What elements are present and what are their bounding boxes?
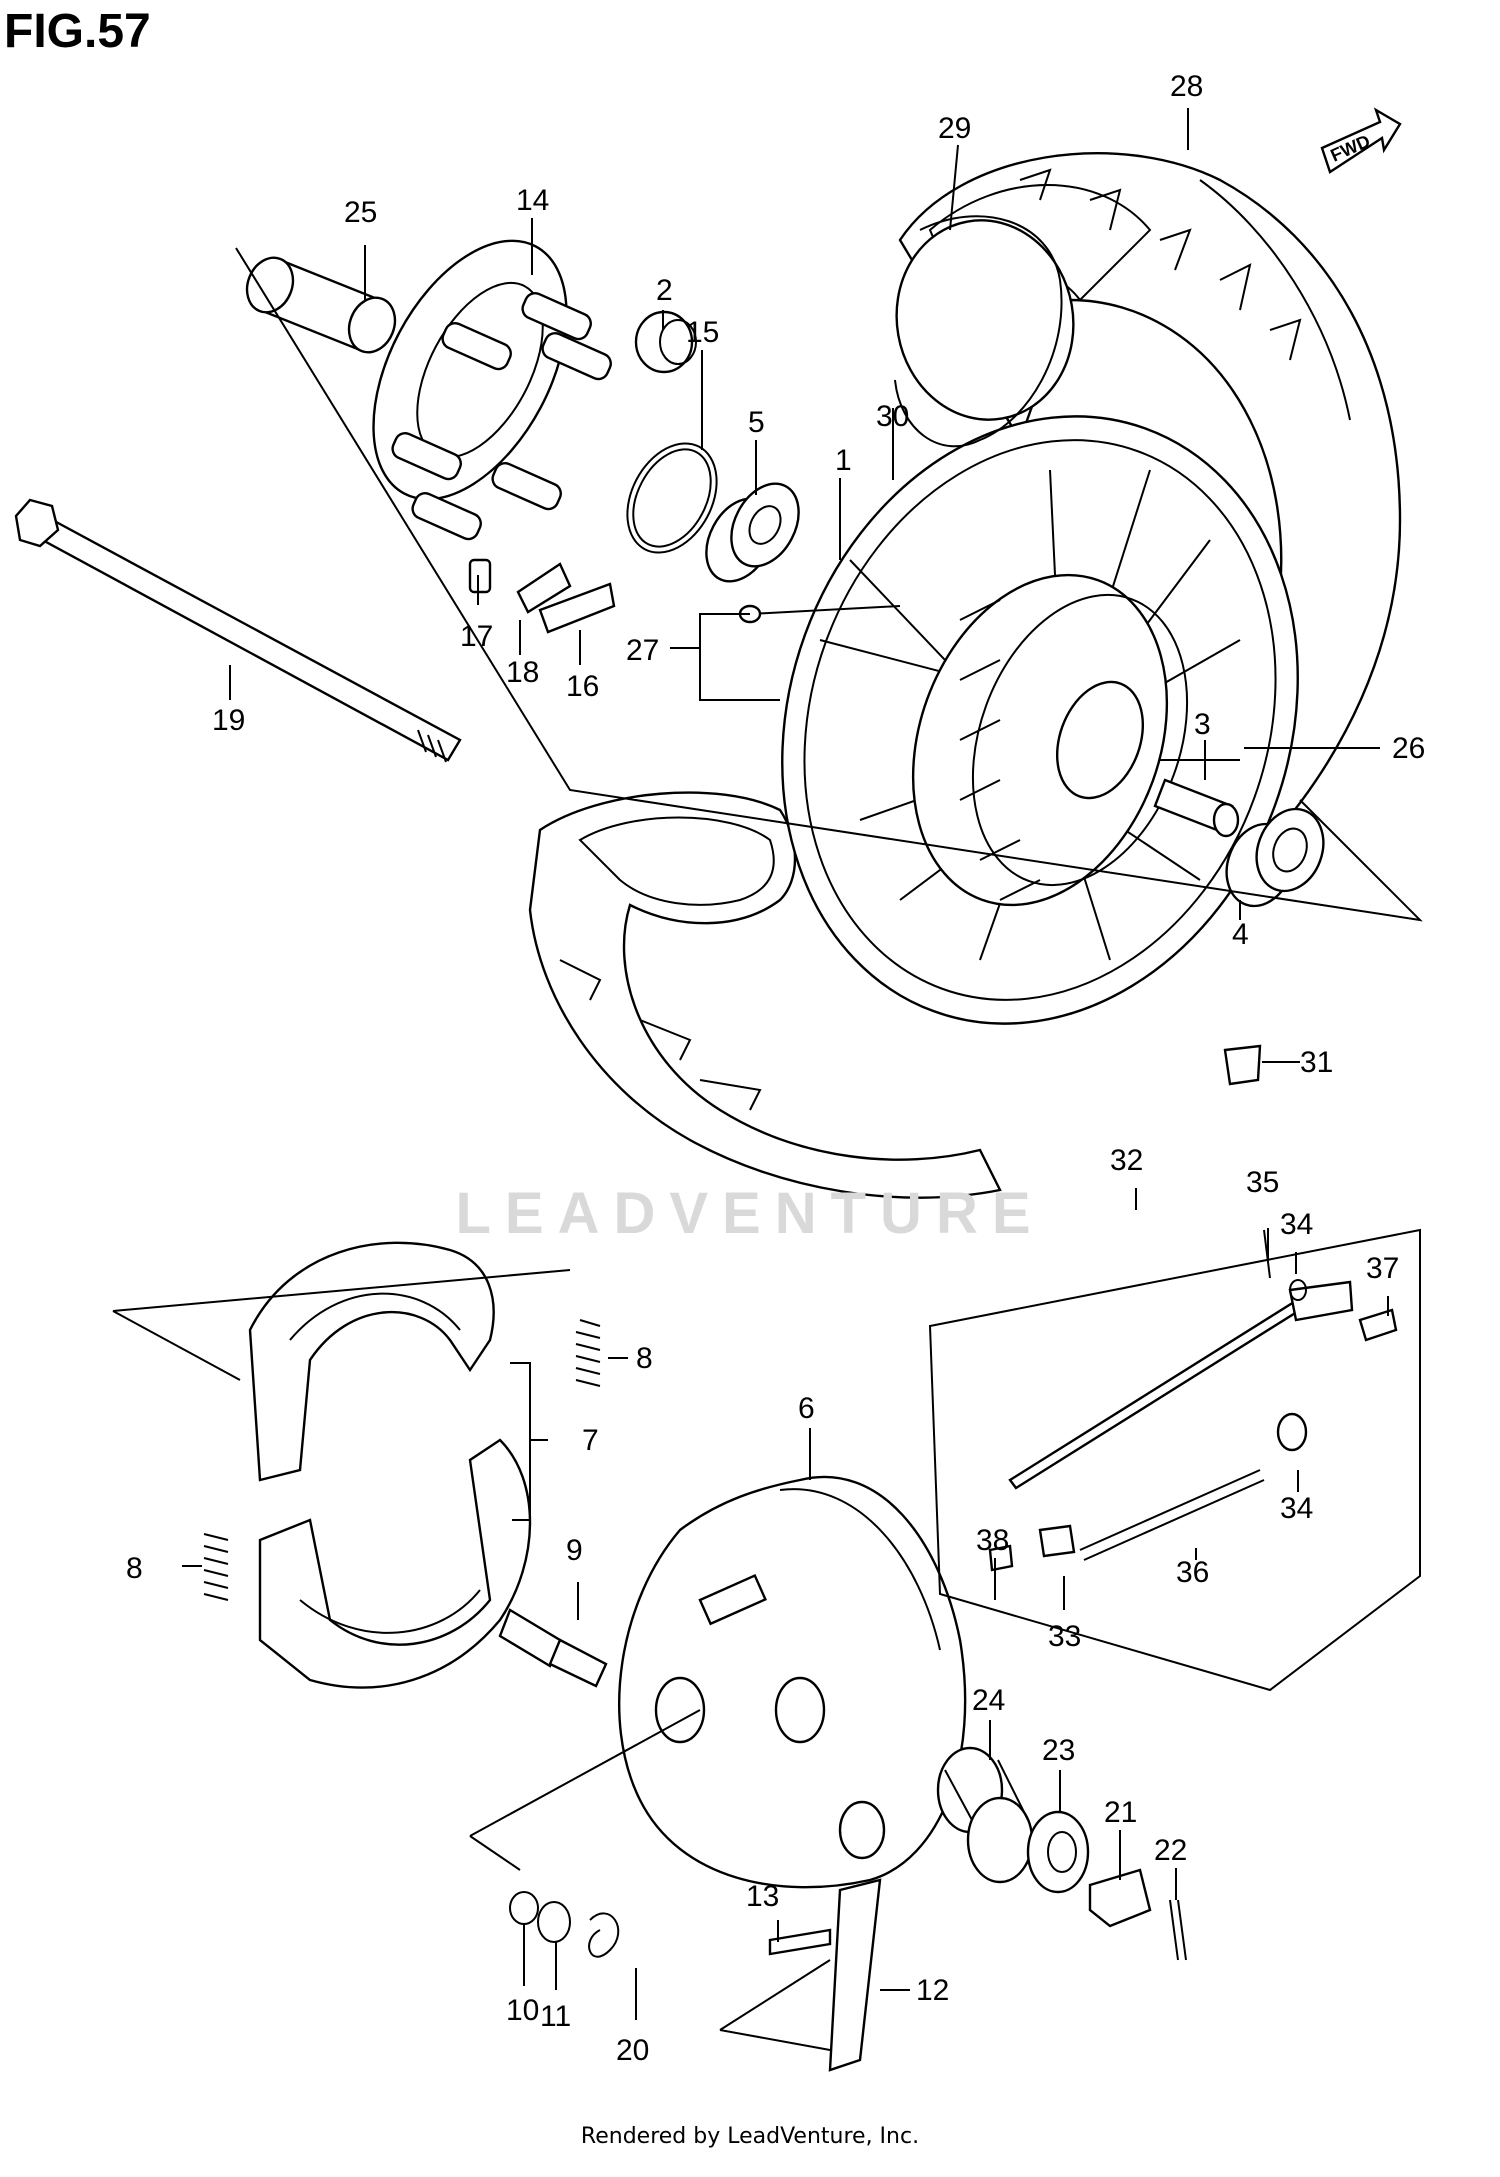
callout-20: 20 — [616, 2034, 649, 2067]
leader-lines-upper — [229, 108, 1423, 1063]
plate-16 — [538, 582, 616, 634]
callout-7: 7 — [582, 1424, 599, 1457]
callout-22: 22 — [1154, 1834, 1187, 1867]
brake-cam-9 — [498, 1608, 608, 1688]
plate-18 — [516, 562, 572, 614]
callout-14: 14 — [516, 184, 549, 217]
callout-18: 18 — [506, 656, 539, 689]
callout-35: 35 — [1246, 1166, 1279, 1199]
callout-12: 12 — [916, 1974, 949, 2007]
spring-8-upper — [575, 1319, 601, 1387]
callout-17: 17 — [460, 620, 493, 653]
callout-11: 11 — [540, 2000, 571, 2033]
collar-25 — [245, 256, 397, 354]
brake-panel-6 — [618, 1475, 967, 1889]
callout-8b: 8 — [126, 1552, 143, 1585]
brake-shoe-lower — [258, 1438, 532, 1689]
callout-36: 36 — [1176, 1556, 1209, 1589]
axle-19 — [14, 498, 462, 763]
brake-arm-12 — [828, 1878, 882, 2072]
callout-31: 31 — [1300, 1046, 1333, 1079]
wheel-hub — [911, 573, 1189, 907]
spring-8-lower — [203, 1533, 229, 1601]
inner-tube — [894, 215, 1063, 448]
spacer-3 — [1153, 778, 1240, 838]
figure-title: FIG.57 — [4, 5, 151, 58]
bolt-17 — [468, 558, 492, 594]
footer-credit: Rendered by LeadVenture, Inc. — [580, 2124, 920, 2149]
callout-1: 1 — [835, 444, 852, 477]
callout-27: 27 — [626, 634, 659, 667]
callout-37: 37 — [1366, 1252, 1399, 1285]
bolt-13 — [768, 1928, 832, 1956]
callout-25: 25 — [344, 196, 377, 229]
callout-5: 5 — [748, 406, 765, 439]
callout-38: 38 — [976, 1524, 1009, 1557]
callout-34b: 34 — [1280, 1492, 1313, 1525]
sprocket-carrier — [372, 239, 612, 541]
callout-24: 24 — [972, 1684, 1005, 1717]
bearing-5 — [705, 482, 800, 583]
spring-20 — [588, 1912, 620, 1958]
fwd-arrow-icon: FWD — [1320, 107, 1402, 174]
callout-4: 4 — [1232, 918, 1249, 951]
callout-34a: 34 — [1280, 1208, 1313, 1241]
callout-19: 19 — [212, 704, 245, 737]
callout-10: 10 — [506, 1994, 539, 2027]
watermark-text: LEADVENTURE — [455, 1181, 1045, 1246]
callout-21: 21 — [1104, 1796, 1137, 1829]
callout-33: 33 — [1048, 1620, 1081, 1653]
callout-28: 28 — [1170, 70, 1203, 103]
washer-10 — [509, 1891, 539, 1925]
callout-labels: 1 2 3 4 5 6 7 8 8 9 10 11 12 13 14 15 16… — [126, 70, 1425, 2067]
callout-30: 30 — [876, 400, 909, 433]
nut-21 — [1088, 1868, 1152, 1928]
callout-8a: 8 — [636, 1342, 653, 1375]
collar-24 — [936, 1746, 1034, 1884]
callout-15: 15 — [686, 316, 719, 349]
callout-32: 32 — [1110, 1144, 1143, 1177]
washer-23 — [1026, 1810, 1090, 1894]
leader-lines-lower — [112, 1188, 1389, 2051]
balance-weight-31 — [1223, 1044, 1262, 1086]
callout-29: 29 — [938, 112, 971, 145]
cotter-pin-22 — [1169, 1899, 1187, 1961]
callout-13: 13 — [746, 1880, 779, 1913]
brake-shoe-upper — [248, 1241, 495, 1482]
callout-3: 3 — [1194, 708, 1211, 741]
callout-23: 23 — [1042, 1734, 1075, 1767]
callout-2: 2 — [656, 274, 673, 307]
callout-26: 26 — [1392, 732, 1425, 765]
o-ring-15 — [626, 442, 718, 554]
brake-rod-assembly — [928, 1228, 1421, 1692]
callout-9: 9 — [566, 1534, 583, 1567]
washer-11 — [537, 1901, 571, 1943]
bearing-4 — [1225, 807, 1325, 908]
callout-6: 6 — [798, 1392, 815, 1425]
callout-16: 16 — [566, 670, 599, 703]
